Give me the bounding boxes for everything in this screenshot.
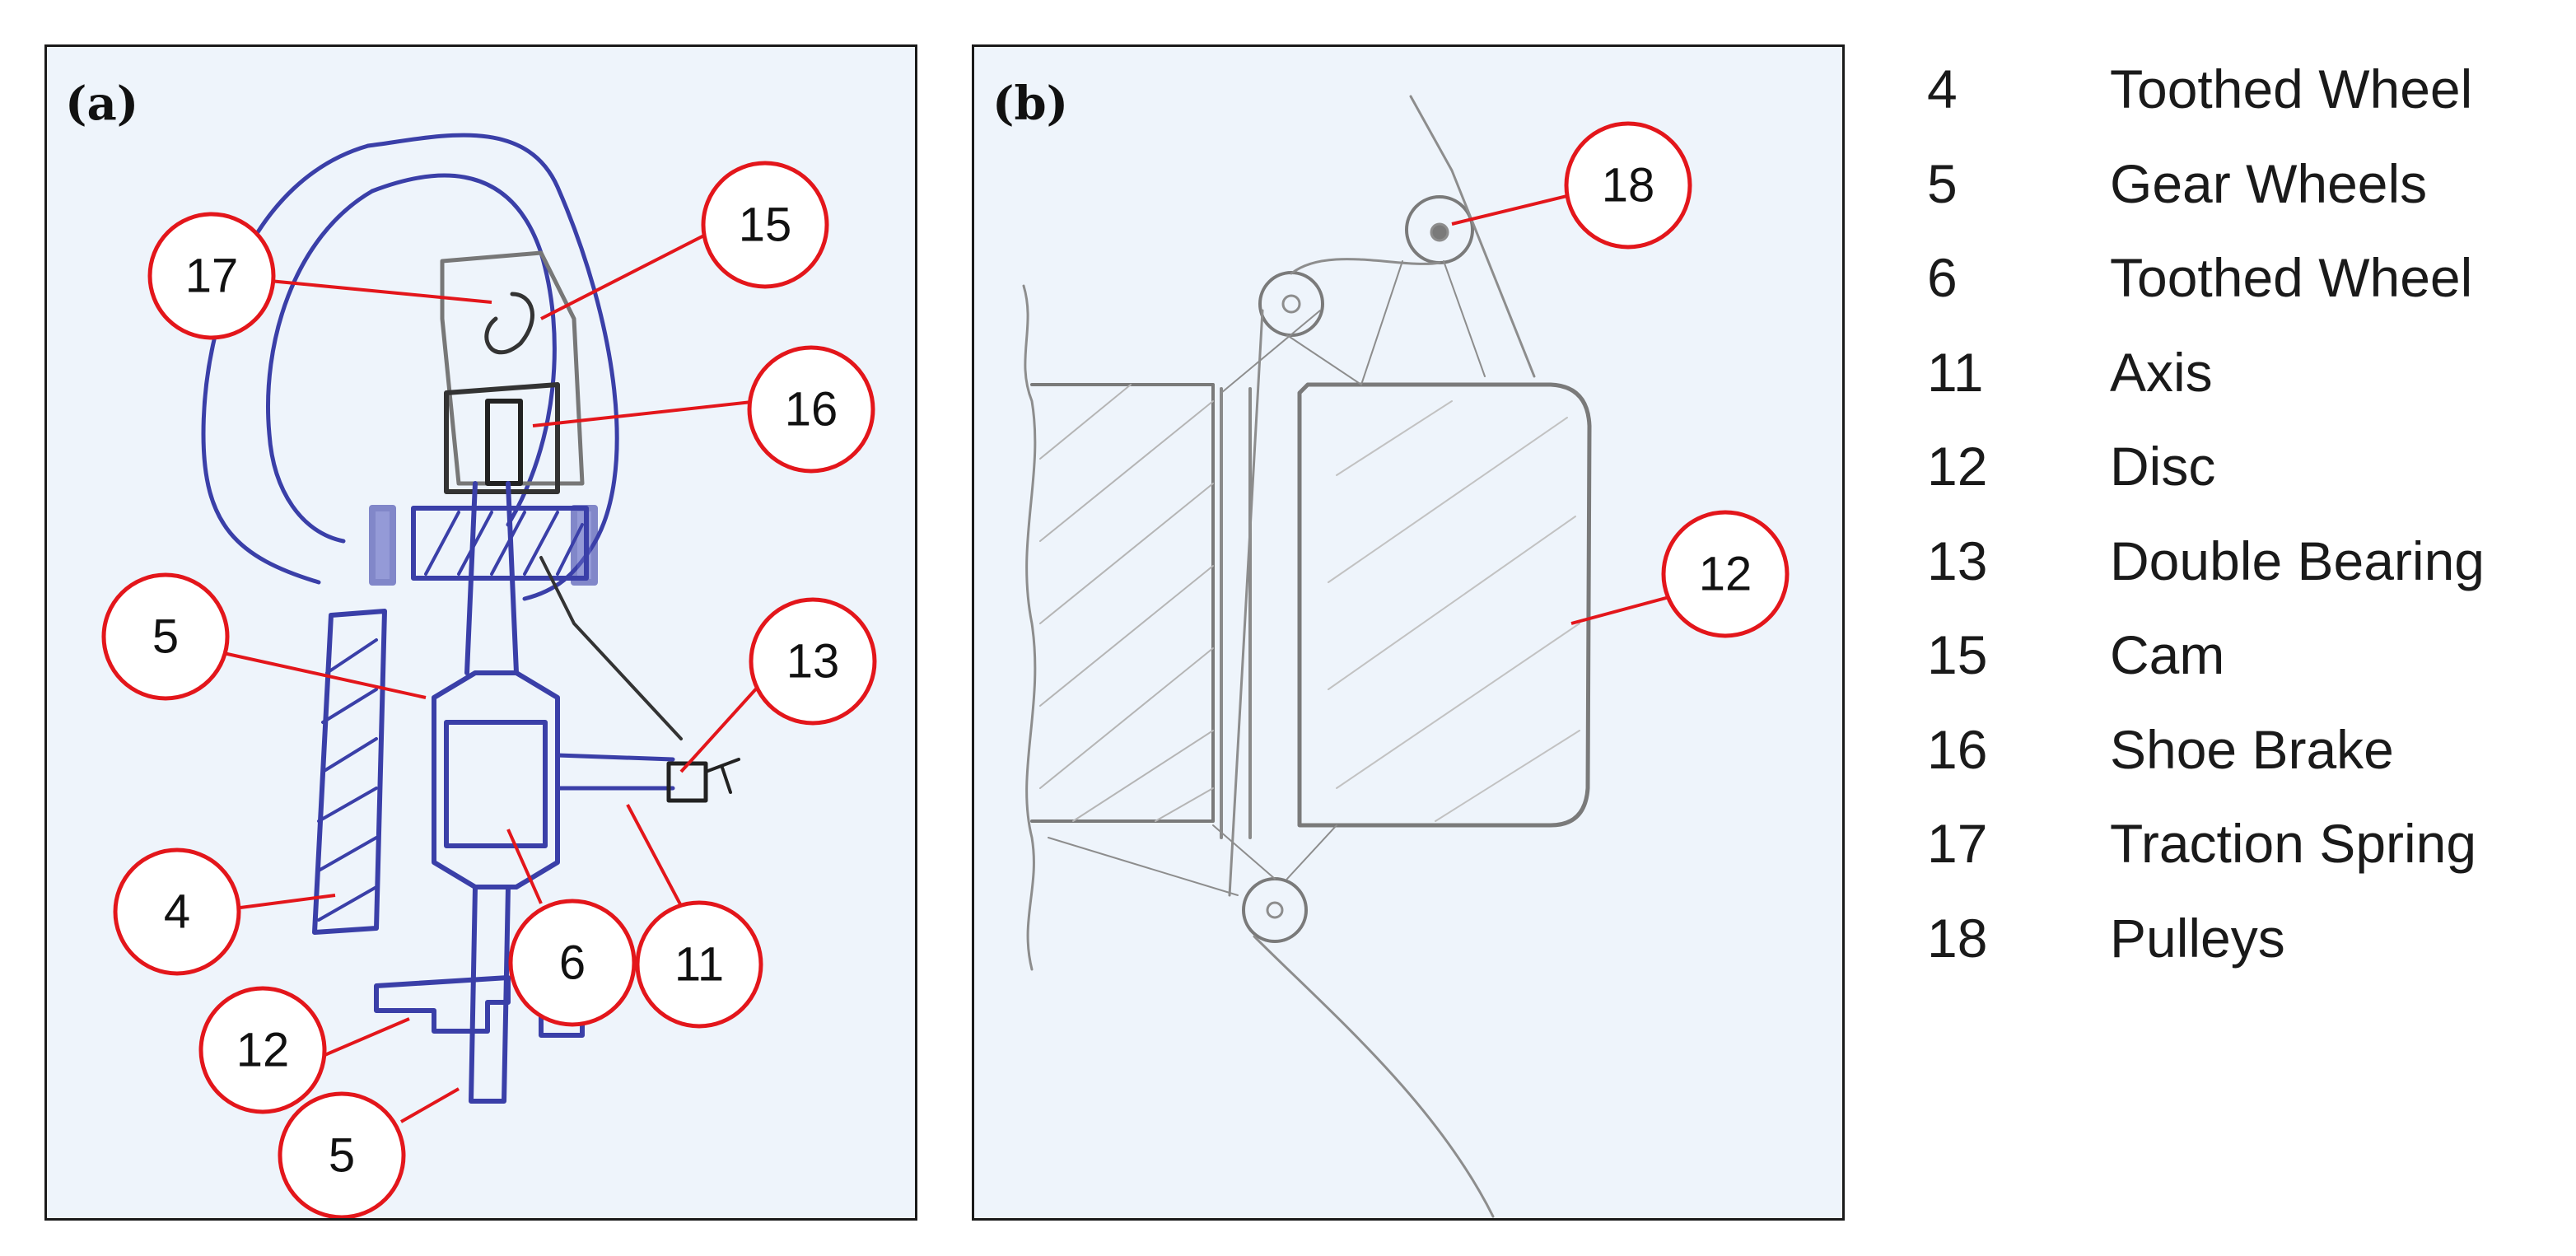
- legend-number: 6: [1927, 247, 1958, 308]
- legend-row: 15 Cam: [1927, 623, 2569, 718]
- legend-label: Cam: [2110, 624, 2225, 685]
- svg-text:13: 13: [786, 635, 840, 689]
- legend-number: 12: [1927, 436, 1988, 497]
- svg-text:4: 4: [164, 885, 190, 939]
- panel-b: (b): [972, 44, 1845, 1221]
- legend-label: Double Bearing: [2110, 530, 2485, 591]
- legend-number: 16: [1927, 718, 1988, 780]
- callout-6: 6: [508, 899, 637, 1027]
- legend-row: 13 Double Bearing: [1927, 530, 2569, 624]
- callouts-a: 17 15 16 5 13 4: [101, 161, 877, 1218]
- legend-label: Disc: [2110, 436, 2216, 497]
- callout-5-upper: 5: [101, 572, 230, 701]
- callout-18: 18: [1564, 121, 1692, 250]
- svg-text:15: 15: [739, 198, 792, 252]
- callout-15: 15: [701, 161, 829, 289]
- legend-label: Toothed Wheel: [2110, 58, 2473, 119]
- panel-b-tag: (b): [992, 77, 1069, 131]
- legend-label: Pulleys: [2110, 907, 2285, 969]
- legend-label: Gear Wheels: [2110, 152, 2428, 214]
- legend-number: 13: [1927, 530, 1988, 591]
- legend-label: Traction Spring: [2110, 813, 2477, 874]
- panel-b-sketch: 18 12: [1022, 95, 1790, 1218]
- svg-text:11: 11: [674, 938, 724, 992]
- callout-12-a: 12: [198, 986, 327, 1114]
- legend-label: Shoe Brake: [2110, 718, 2394, 780]
- callout-5-lower: 5: [278, 1091, 406, 1218]
- svg-text:17: 17: [185, 250, 239, 303]
- svg-text:18: 18: [1602, 159, 1655, 212]
- legend-row: 5 Gear Wheels: [1927, 152, 2569, 247]
- legend-row: 16 Shoe Brake: [1927, 718, 2569, 813]
- legend-number: 15: [1927, 624, 1988, 685]
- svg-text:6: 6: [559, 936, 586, 990]
- legend-number: 4: [1927, 58, 1958, 119]
- svg-text:16: 16: [785, 383, 838, 437]
- panel-a: (a): [44, 44, 917, 1221]
- svg-text:12: 12: [236, 1024, 290, 1077]
- mechanism-sketch-a: [201, 133, 740, 1104]
- panel-a-sketch: 17 15 16 5 13 4: [101, 133, 877, 1218]
- legend-row: 11 Axis: [1927, 341, 2569, 436]
- legend-number: 17: [1927, 813, 1988, 874]
- svg-text:5: 5: [152, 610, 179, 664]
- callout-16: 16: [747, 345, 875, 474]
- svg-text:12: 12: [1699, 548, 1752, 601]
- legend-label: Axis: [2110, 341, 2213, 403]
- legend-label: Toothed Wheel: [2110, 247, 2473, 308]
- legend-number: 18: [1927, 907, 1988, 969]
- legend-row: 6 Toothed Wheel: [1927, 246, 2569, 341]
- callout-13: 13: [749, 597, 877, 726]
- callout-4: 4: [113, 847, 241, 976]
- legend-row: 12 Disc: [1927, 435, 2569, 530]
- legend-number: 11: [1927, 341, 1984, 403]
- parts-legend: 4 Toothed Wheel 5 Gear Wheels 6 Toothed …: [1927, 58, 2569, 1001]
- legend-number: 5: [1927, 152, 1958, 214]
- legend-row: 4 Toothed Wheel: [1927, 58, 2569, 152]
- legend-row: 17 Traction Spring: [1927, 812, 2569, 907]
- pulley-disc-sketch: [1022, 95, 1592, 1218]
- legend-row: 18 Pulleys: [1927, 907, 2569, 1002]
- callout-11: 11: [635, 900, 763, 1029]
- panel-a-tag: (a): [65, 77, 139, 131]
- callout-12-b: 12: [1661, 510, 1790, 638]
- callout-17: 17: [147, 212, 276, 340]
- callouts-b: 18 12: [1564, 121, 1790, 638]
- svg-text:5: 5: [329, 1129, 355, 1183]
